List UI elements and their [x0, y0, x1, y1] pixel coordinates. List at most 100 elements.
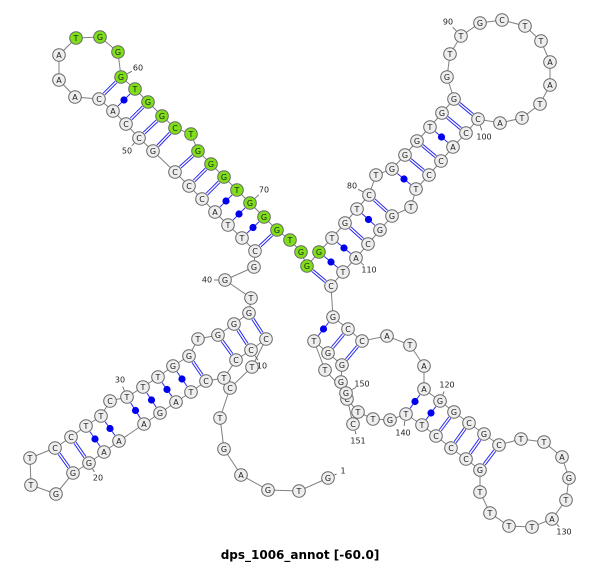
nucleotide: C — [471, 112, 485, 126]
nucleotide: T — [151, 370, 165, 384]
nucleotide-circle — [146, 144, 160, 158]
wobble-dot — [106, 424, 114, 433]
nucleotide: G — [270, 223, 284, 237]
nucleotide: C — [64, 430, 78, 444]
nucleotide-circle — [227, 317, 241, 331]
nucleotide-letter: G — [343, 389, 349, 398]
nucleotide: C — [444, 441, 458, 455]
position-tick — [556, 523, 560, 528]
nucleotide: C — [355, 334, 369, 348]
nucleotide-circle — [191, 332, 205, 346]
nucleotide-letter: C — [328, 282, 334, 291]
pair-line — [455, 429, 467, 444]
nucleotide-circle — [362, 188, 376, 202]
nucleotide-letter: T — [403, 410, 409, 419]
nucleotide-letter: G — [118, 73, 124, 82]
nucleotide: A — [446, 140, 460, 154]
nucleotide-letter: T — [529, 523, 535, 532]
wobble-dot — [327, 258, 335, 266]
nucleotide-circle — [112, 434, 126, 448]
highlighted-nucleotide-circle — [312, 245, 326, 259]
pair-line — [347, 346, 359, 361]
nucleotide-letter: G — [477, 19, 483, 28]
watson-crick-pair — [205, 180, 221, 196]
nucleotide: G — [373, 223, 387, 237]
nucleotide-letter: A — [212, 208, 218, 217]
nucleotide-letter: T — [413, 185, 419, 194]
nucleotide-circle — [221, 218, 235, 232]
nucleotide: G — [321, 346, 335, 360]
pair-line — [459, 102, 474, 114]
nucleotide-circle — [318, 363, 332, 377]
nucleotide-letter: G — [170, 362, 176, 371]
nucleotide: G — [334, 375, 348, 389]
nucleotide: G — [153, 406, 167, 420]
nucleotide: A — [555, 450, 569, 464]
nucleotide: T — [213, 411, 227, 425]
nucleotide-circle — [324, 279, 338, 293]
nucleotide-letter: C — [199, 195, 205, 204]
wobble-dot — [340, 244, 348, 252]
nucleotide-letter: G — [451, 408, 457, 417]
nucleotide-circle — [339, 386, 353, 400]
wobble-pair — [337, 242, 351, 254]
nucleotide-circle — [334, 375, 348, 389]
pair-line — [238, 328, 249, 344]
wobble-dot — [249, 223, 257, 232]
nucleotide-circle — [399, 407, 413, 421]
nucleotide: A — [112, 434, 126, 448]
wobble-dot — [163, 385, 171, 394]
nucleotide-circle — [119, 117, 133, 131]
nucleotide: C — [429, 429, 443, 443]
nucleotide: T — [534, 34, 548, 48]
highlighted-nucleotide-circle — [168, 121, 182, 135]
nucleotide-letter: C — [426, 171, 432, 180]
pair-line — [194, 169, 208, 183]
nucleotide-circle — [244, 343, 258, 357]
nucleotide-letter: T — [217, 414, 223, 423]
watson-crick-pair — [453, 427, 467, 444]
nucleotide: C — [48, 441, 62, 455]
nucleotide-letter: A — [141, 420, 147, 429]
nucleotide: T — [404, 200, 418, 214]
position-tick — [354, 430, 357, 435]
nucleotide-letter: C — [52, 444, 58, 453]
nucleotide: T — [518, 19, 532, 33]
pair-line — [438, 416, 450, 430]
nucleotide-circle — [153, 406, 167, 420]
nucleotide-circle — [493, 116, 507, 130]
nucleotide-letter: T — [329, 234, 335, 243]
pair-line — [222, 339, 234, 354]
nucleotide-circle — [543, 78, 557, 92]
position-tick — [254, 355, 259, 361]
nucleotide: C — [248, 244, 262, 258]
nucleotide-letter: T — [518, 435, 524, 444]
position-tick — [442, 391, 445, 395]
nucleotide-letter: T — [373, 171, 379, 180]
nucleotide: T — [79, 419, 93, 433]
nucleotide: C — [362, 188, 376, 202]
nucleotide: C — [229, 353, 243, 367]
nucleotide: G — [261, 483, 275, 497]
nucleotide-letter: T — [188, 388, 194, 397]
nucleotide: G — [155, 109, 169, 123]
nucleotide: G — [166, 359, 180, 373]
nucleotide: C — [119, 117, 133, 131]
nucleotide: T — [415, 418, 429, 432]
nucleotide: T — [502, 519, 516, 533]
nucleotide-circle — [136, 380, 150, 394]
nucleotide: G — [218, 273, 232, 287]
nucleotide-letter: G — [195, 147, 201, 156]
nucleotide-letter: G — [251, 263, 257, 272]
nucleotide-circle — [502, 519, 516, 533]
position-label: 130 — [556, 528, 571, 537]
nucleotide: A — [52, 48, 66, 62]
pair-line — [331, 333, 343, 348]
nucleotide-circle — [211, 328, 225, 342]
nucleotide-letter: T — [370, 415, 376, 424]
nucleotide: G — [111, 45, 125, 59]
highlighted-nucleotide-circle — [184, 127, 198, 141]
nucleotide-letter: G — [377, 226, 383, 235]
position-label: 80 — [347, 182, 357, 191]
nucleotide: T — [318, 363, 332, 377]
